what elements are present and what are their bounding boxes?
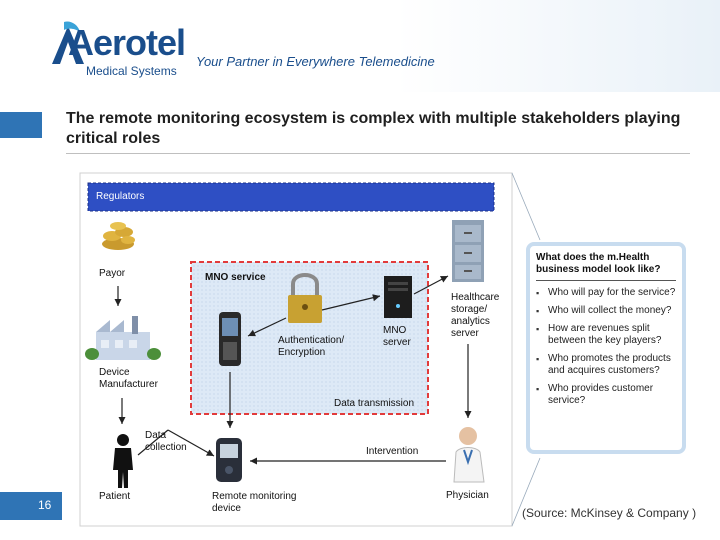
slide-title: The remote monitoring ecosystem is compl…	[66, 110, 681, 147]
data-collection-label: Data collection	[145, 430, 187, 453]
list-item: Who will pay for the service?	[536, 287, 676, 299]
business-model-callout: What does the m.Health business model lo…	[526, 242, 686, 454]
arrow-server-to-storage	[413, 275, 449, 295]
regulators-bar	[87, 182, 495, 212]
patient-label: Patient	[99, 491, 131, 502]
question-list: Who will pay for the service? Who will c…	[536, 287, 676, 407]
server-icon	[384, 276, 412, 318]
authentication-label: Authentication/ Encryption	[278, 335, 345, 358]
physician-label: Physician	[446, 490, 489, 501]
mobile-phone-icon	[219, 312, 241, 366]
tagline: Your Partner in Everywhere Telemedicine	[196, 54, 435, 69]
logo-word: Aerotel	[68, 22, 186, 63]
payor-label: Payor	[99, 268, 126, 279]
list-item: Who promotes the products and acquires c…	[536, 353, 676, 377]
healthcare-storage-label: Healthcare storage/ analytics server	[451, 292, 500, 339]
logo-subtext: Medical Systems	[86, 64, 177, 78]
callout-title: What does the m.Health business model lo…	[536, 252, 676, 281]
physician-icon	[453, 427, 485, 483]
arrow-patient-data	[137, 429, 169, 456]
list-item: Who will collect the money?	[536, 305, 676, 317]
arrow-auth-to-phone	[247, 317, 287, 337]
mno-server-label: MNO server	[383, 325, 411, 348]
aerotel-logo: Aerotel Medical Systems	[48, 18, 186, 80]
device-manufacturer-label: Device Manufacturer	[99, 367, 158, 390]
header-band	[0, 0, 720, 92]
factory-icon	[85, 316, 161, 360]
source-citation: (Source: McKinsey & Company )	[522, 506, 697, 520]
regulators-label: Regulators	[96, 191, 145, 202]
arrow-auth-to-server	[321, 294, 381, 311]
page-number: 16	[38, 498, 52, 512]
coins-icon	[102, 222, 135, 250]
side-accent-tab	[0, 112, 42, 138]
glucose-meter-icon	[216, 438, 242, 482]
mno-service-label: MNO service	[205, 272, 266, 283]
list-item: How are revenues split between the key p…	[536, 323, 676, 347]
page-number-box	[0, 492, 62, 520]
remote-device-label: Remote monitoring device	[212, 491, 297, 514]
filing-cabinet-icon	[452, 220, 484, 282]
list-item: Who provides customer service?	[536, 383, 676, 407]
intervention-label: Intervention	[366, 446, 419, 457]
padlock-icon	[288, 273, 322, 323]
patient-icon	[113, 434, 133, 488]
aerotel-bird-icon	[52, 21, 84, 64]
title-rule	[66, 153, 690, 154]
data-transmission-label: Data transmission	[334, 398, 415, 409]
